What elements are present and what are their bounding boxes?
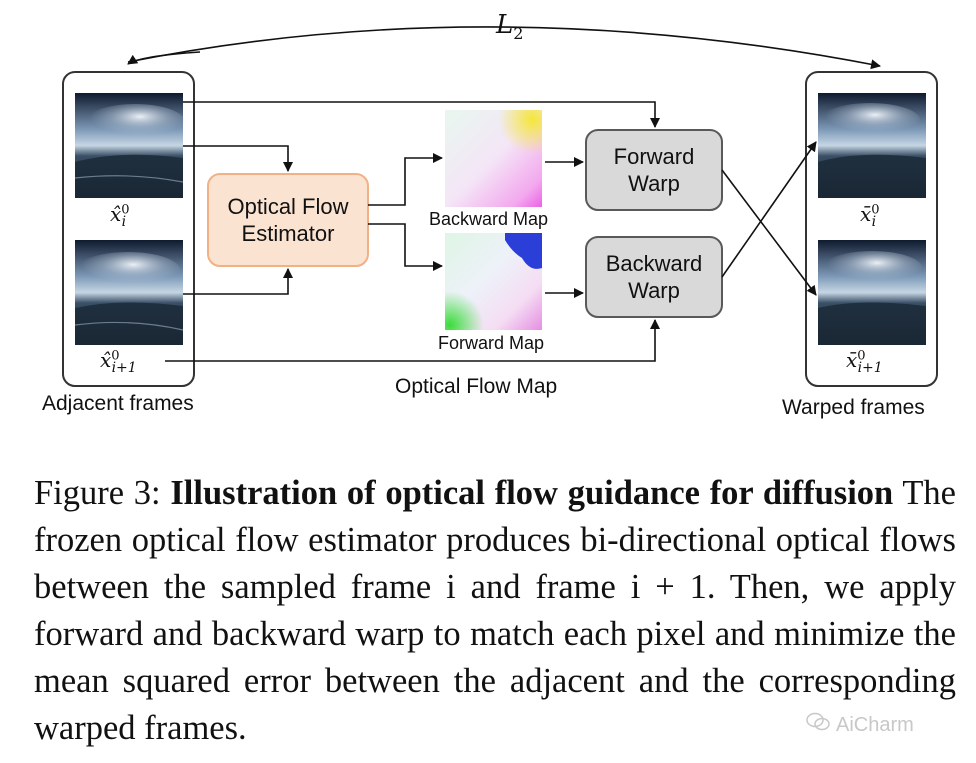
- frame-i1-label: x̂0i+1: [100, 348, 137, 376]
- forward-warp-label: Forward Warp: [613, 144, 695, 196]
- figure-caption-body: The frozen optical flow estimator produc…: [34, 474, 956, 747]
- warped-frame-i-image: [818, 93, 926, 198]
- figure-label: Figure 3:: [34, 474, 161, 512]
- loss-label: L2: [496, 10, 524, 44]
- frame-i-label: x̂0i: [110, 202, 130, 230]
- loss-arc: [127, 26, 881, 70]
- warped-frames-caption: Warped frames: [782, 396, 925, 419]
- diagram-connectors: [62, 26, 938, 387]
- optical-flow-estimator-box: [207, 173, 369, 267]
- adjacent-frame-i-image: [74, 93, 185, 198]
- backward-map-image: [445, 110, 542, 207]
- optical-flow-diagram: L2 x̂0i x̂0i+1 Adjacent frames x̄0i x̄0i…: [42, 10, 938, 419]
- adjacent-frames-caption: Adjacent frames: [42, 392, 194, 415]
- optical-flow-map-label: Optical Flow Map: [395, 375, 558, 398]
- optical-flow-estimator-label: Optical Flow Estimator: [227, 194, 349, 246]
- forward-map-label: Forward Map: [438, 333, 545, 353]
- backward-warp-label: Backward Warp: [605, 251, 703, 303]
- figure-caption-title: Illustration of optical flow guidance fo…: [170, 474, 894, 512]
- figure-caption: Figure 3: Illustration of optical flow g…: [34, 470, 956, 752]
- warped-frame-i-label: x̄0i: [860, 202, 880, 230]
- watermark-text: AiCharm: [836, 713, 914, 736]
- watermark: AiCharm: [806, 712, 914, 738]
- backward-map-label: Backward Map: [429, 209, 549, 229]
- forward-map-image: [445, 233, 542, 330]
- warped-frame-i1-image: [818, 240, 926, 345]
- warped-frame-i1-label: x̄0i+1: [846, 348, 883, 376]
- wechat-icon: [806, 712, 830, 738]
- adjacent-frame-i1-image: [74, 240, 184, 345]
